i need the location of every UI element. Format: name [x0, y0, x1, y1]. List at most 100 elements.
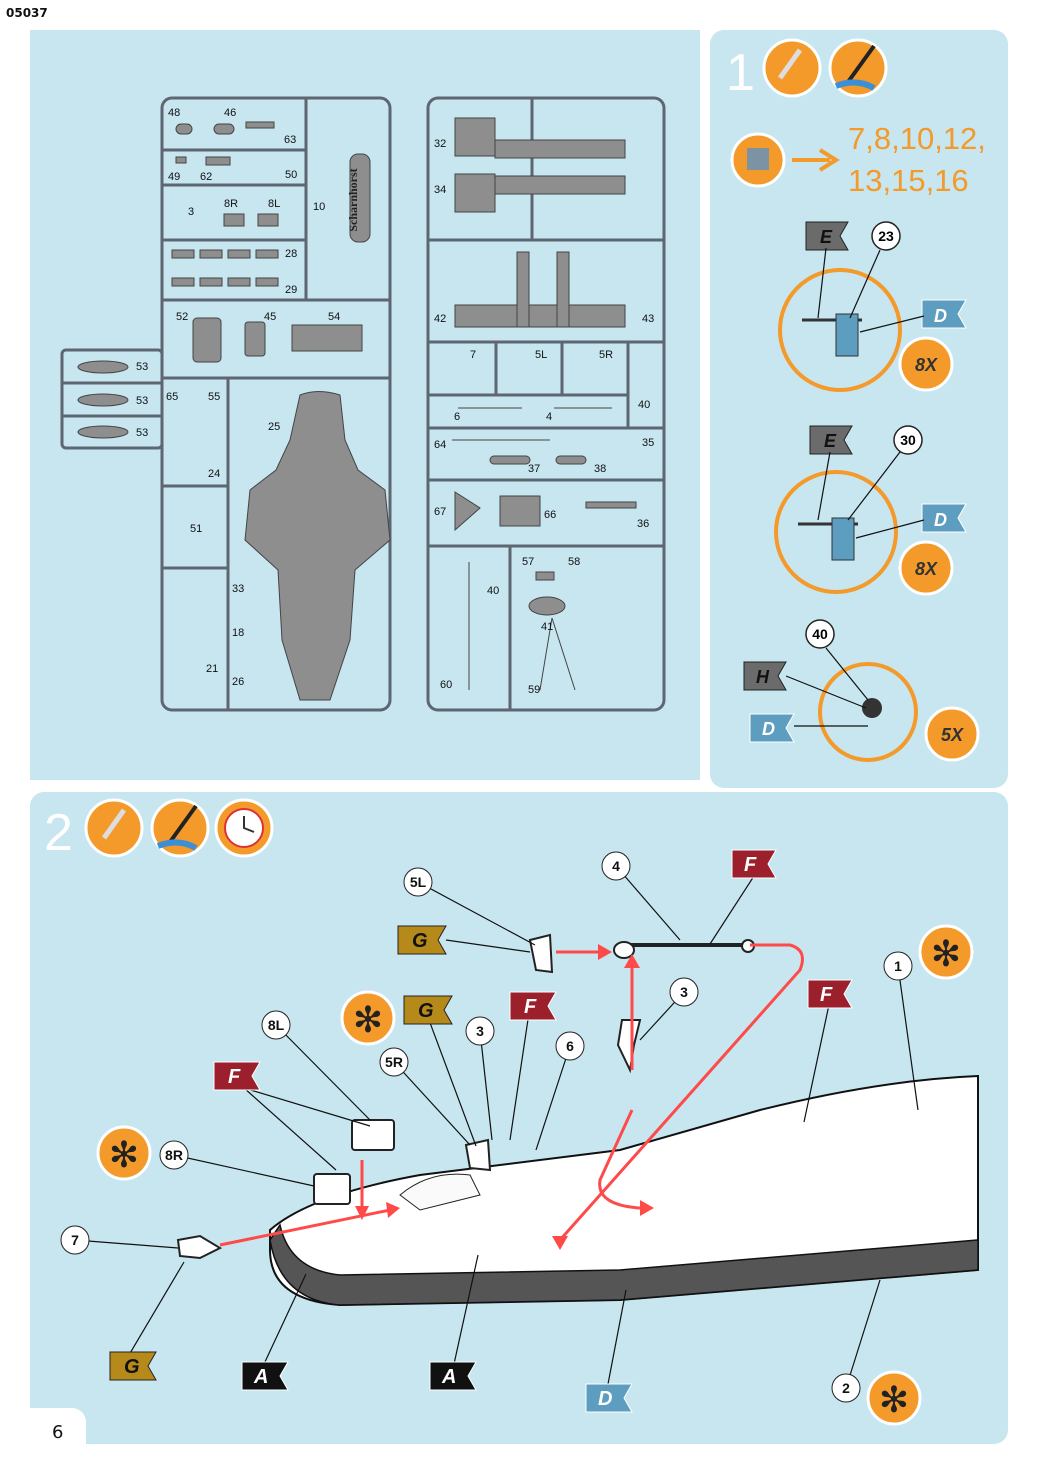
svg-text:6: 6 [566, 1038, 574, 1054]
svg-text:5L: 5L [535, 349, 547, 361]
svg-text:65: 65 [166, 391, 178, 403]
detail3-qty: 5X [941, 725, 964, 745]
svg-text:8L: 8L [268, 198, 280, 210]
svg-text:59: 59 [528, 684, 540, 696]
svg-text:E: E [820, 227, 833, 247]
callout-3b: 3 [465, 1016, 495, 1046]
flag-F-2: F [509, 991, 557, 1021]
flag-F-3: F [807, 979, 853, 1009]
page-number-tab [30, 1408, 86, 1468]
svg-text:49: 49 [168, 171, 180, 183]
page-number: 6 [52, 1422, 64, 1443]
flag-F-4: F [213, 1061, 261, 1091]
callout-3a: 3 [669, 977, 699, 1007]
svg-text:66: 66 [544, 509, 556, 521]
svg-text:2: 2 [842, 1380, 850, 1396]
svg-text:3: 3 [680, 984, 688, 1000]
detail1-qty: 8X [915, 355, 938, 375]
svg-text:28: 28 [285, 248, 297, 260]
svg-text:46: 46 [224, 107, 236, 119]
callout-6: 6 [555, 1031, 585, 1061]
callout-1: 1 [883, 951, 913, 981]
svg-text:55: 55 [208, 391, 220, 403]
flag-F-1: F [731, 849, 777, 879]
svg-text:G: G [124, 1356, 140, 1378]
svg-text:D: D [762, 719, 775, 739]
flag-G-2: G [403, 995, 453, 1025]
svg-text:✻: ✻ [879, 1380, 909, 1421]
glue-tube-icon [762, 38, 822, 98]
svg-text:✻: ✻ [353, 1000, 383, 1041]
svg-text:62: 62 [200, 171, 212, 183]
svg-text:26: 26 [232, 676, 244, 688]
flag-A-2: A [429, 1361, 477, 1391]
svg-text:40: 40 [487, 585, 499, 597]
svg-text:45: 45 [264, 311, 276, 323]
svg-text:✻: ✻ [931, 934, 961, 975]
svg-text:43: 43 [642, 313, 654, 325]
svg-text:D: D [934, 510, 947, 530]
svg-text:F: F [820, 984, 833, 1006]
svg-text:6: 6 [454, 411, 460, 423]
svg-text:D: D [598, 1388, 612, 1410]
callout-5R: 5R [379, 1047, 409, 1077]
svg-text:33: 33 [232, 583, 244, 595]
svg-text:✻: ✻ [109, 1135, 139, 1176]
svg-text:7: 7 [71, 1232, 79, 1248]
asterisk-icon: ✻ [96, 1125, 152, 1181]
svg-text:4: 4 [612, 858, 620, 874]
svg-text:5L: 5L [410, 874, 427, 890]
svg-text:38: 38 [594, 463, 606, 475]
svg-text:42: 42 [434, 313, 446, 325]
svg-text:8R: 8R [224, 198, 238, 210]
callout-5L: 5L [403, 867, 433, 897]
product-code: 05037 [6, 6, 48, 20]
svg-text:3: 3 [476, 1023, 484, 1039]
sprue-brand-text: Scharnhorst [346, 168, 360, 231]
svg-text:G: G [412, 930, 428, 952]
svg-text:8R: 8R [165, 1147, 183, 1163]
callout-2: 2 [831, 1373, 861, 1403]
svg-text:29: 29 [285, 284, 297, 296]
svg-text:60: 60 [440, 679, 452, 691]
svg-text:5R: 5R [385, 1054, 403, 1070]
svg-text:53: 53 [136, 395, 148, 407]
glue-tube-icon [84, 798, 144, 858]
svg-text:H: H [756, 667, 770, 687]
svg-text:24: 24 [208, 468, 220, 480]
svg-text:34: 34 [434, 184, 446, 196]
flag-D-1: D [585, 1383, 633, 1413]
svg-text:52: 52 [176, 311, 188, 323]
svg-text:F: F [228, 1066, 241, 1088]
svg-text:4: 4 [546, 411, 552, 423]
detail2-qty: 8X [915, 559, 938, 579]
flag-A-1: A [241, 1361, 289, 1391]
svg-text:41: 41 [541, 621, 553, 633]
callout-7: 7 [60, 1225, 90, 1255]
svg-text:35: 35 [642, 437, 654, 449]
svg-text:53: 53 [136, 427, 148, 439]
asterisk-icon: ✻ [340, 990, 396, 1046]
svg-text:F: F [744, 854, 757, 876]
svg-text:48: 48 [168, 107, 180, 119]
flag-G-3: G [109, 1351, 157, 1381]
svg-text:G: G [418, 1000, 434, 1022]
svg-text:67: 67 [434, 506, 446, 518]
svg-text:A: A [253, 1366, 268, 1388]
svg-text:54: 54 [328, 311, 340, 323]
svg-text:F: F [524, 996, 537, 1018]
svg-text:5R: 5R [599, 349, 613, 361]
svg-text:21: 21 [206, 663, 218, 675]
asterisk-icon: ✻ [918, 924, 974, 980]
paint-brush-icon [828, 38, 888, 98]
svg-text:53: 53 [136, 361, 148, 373]
svg-text:36: 36 [637, 518, 649, 530]
callout-4: 4 [601, 851, 631, 881]
callout-8R: 8R [159, 1140, 189, 1170]
svg-text:1: 1 [894, 958, 902, 974]
svg-text:32: 32 [434, 138, 446, 150]
svg-text:25: 25 [268, 421, 280, 433]
